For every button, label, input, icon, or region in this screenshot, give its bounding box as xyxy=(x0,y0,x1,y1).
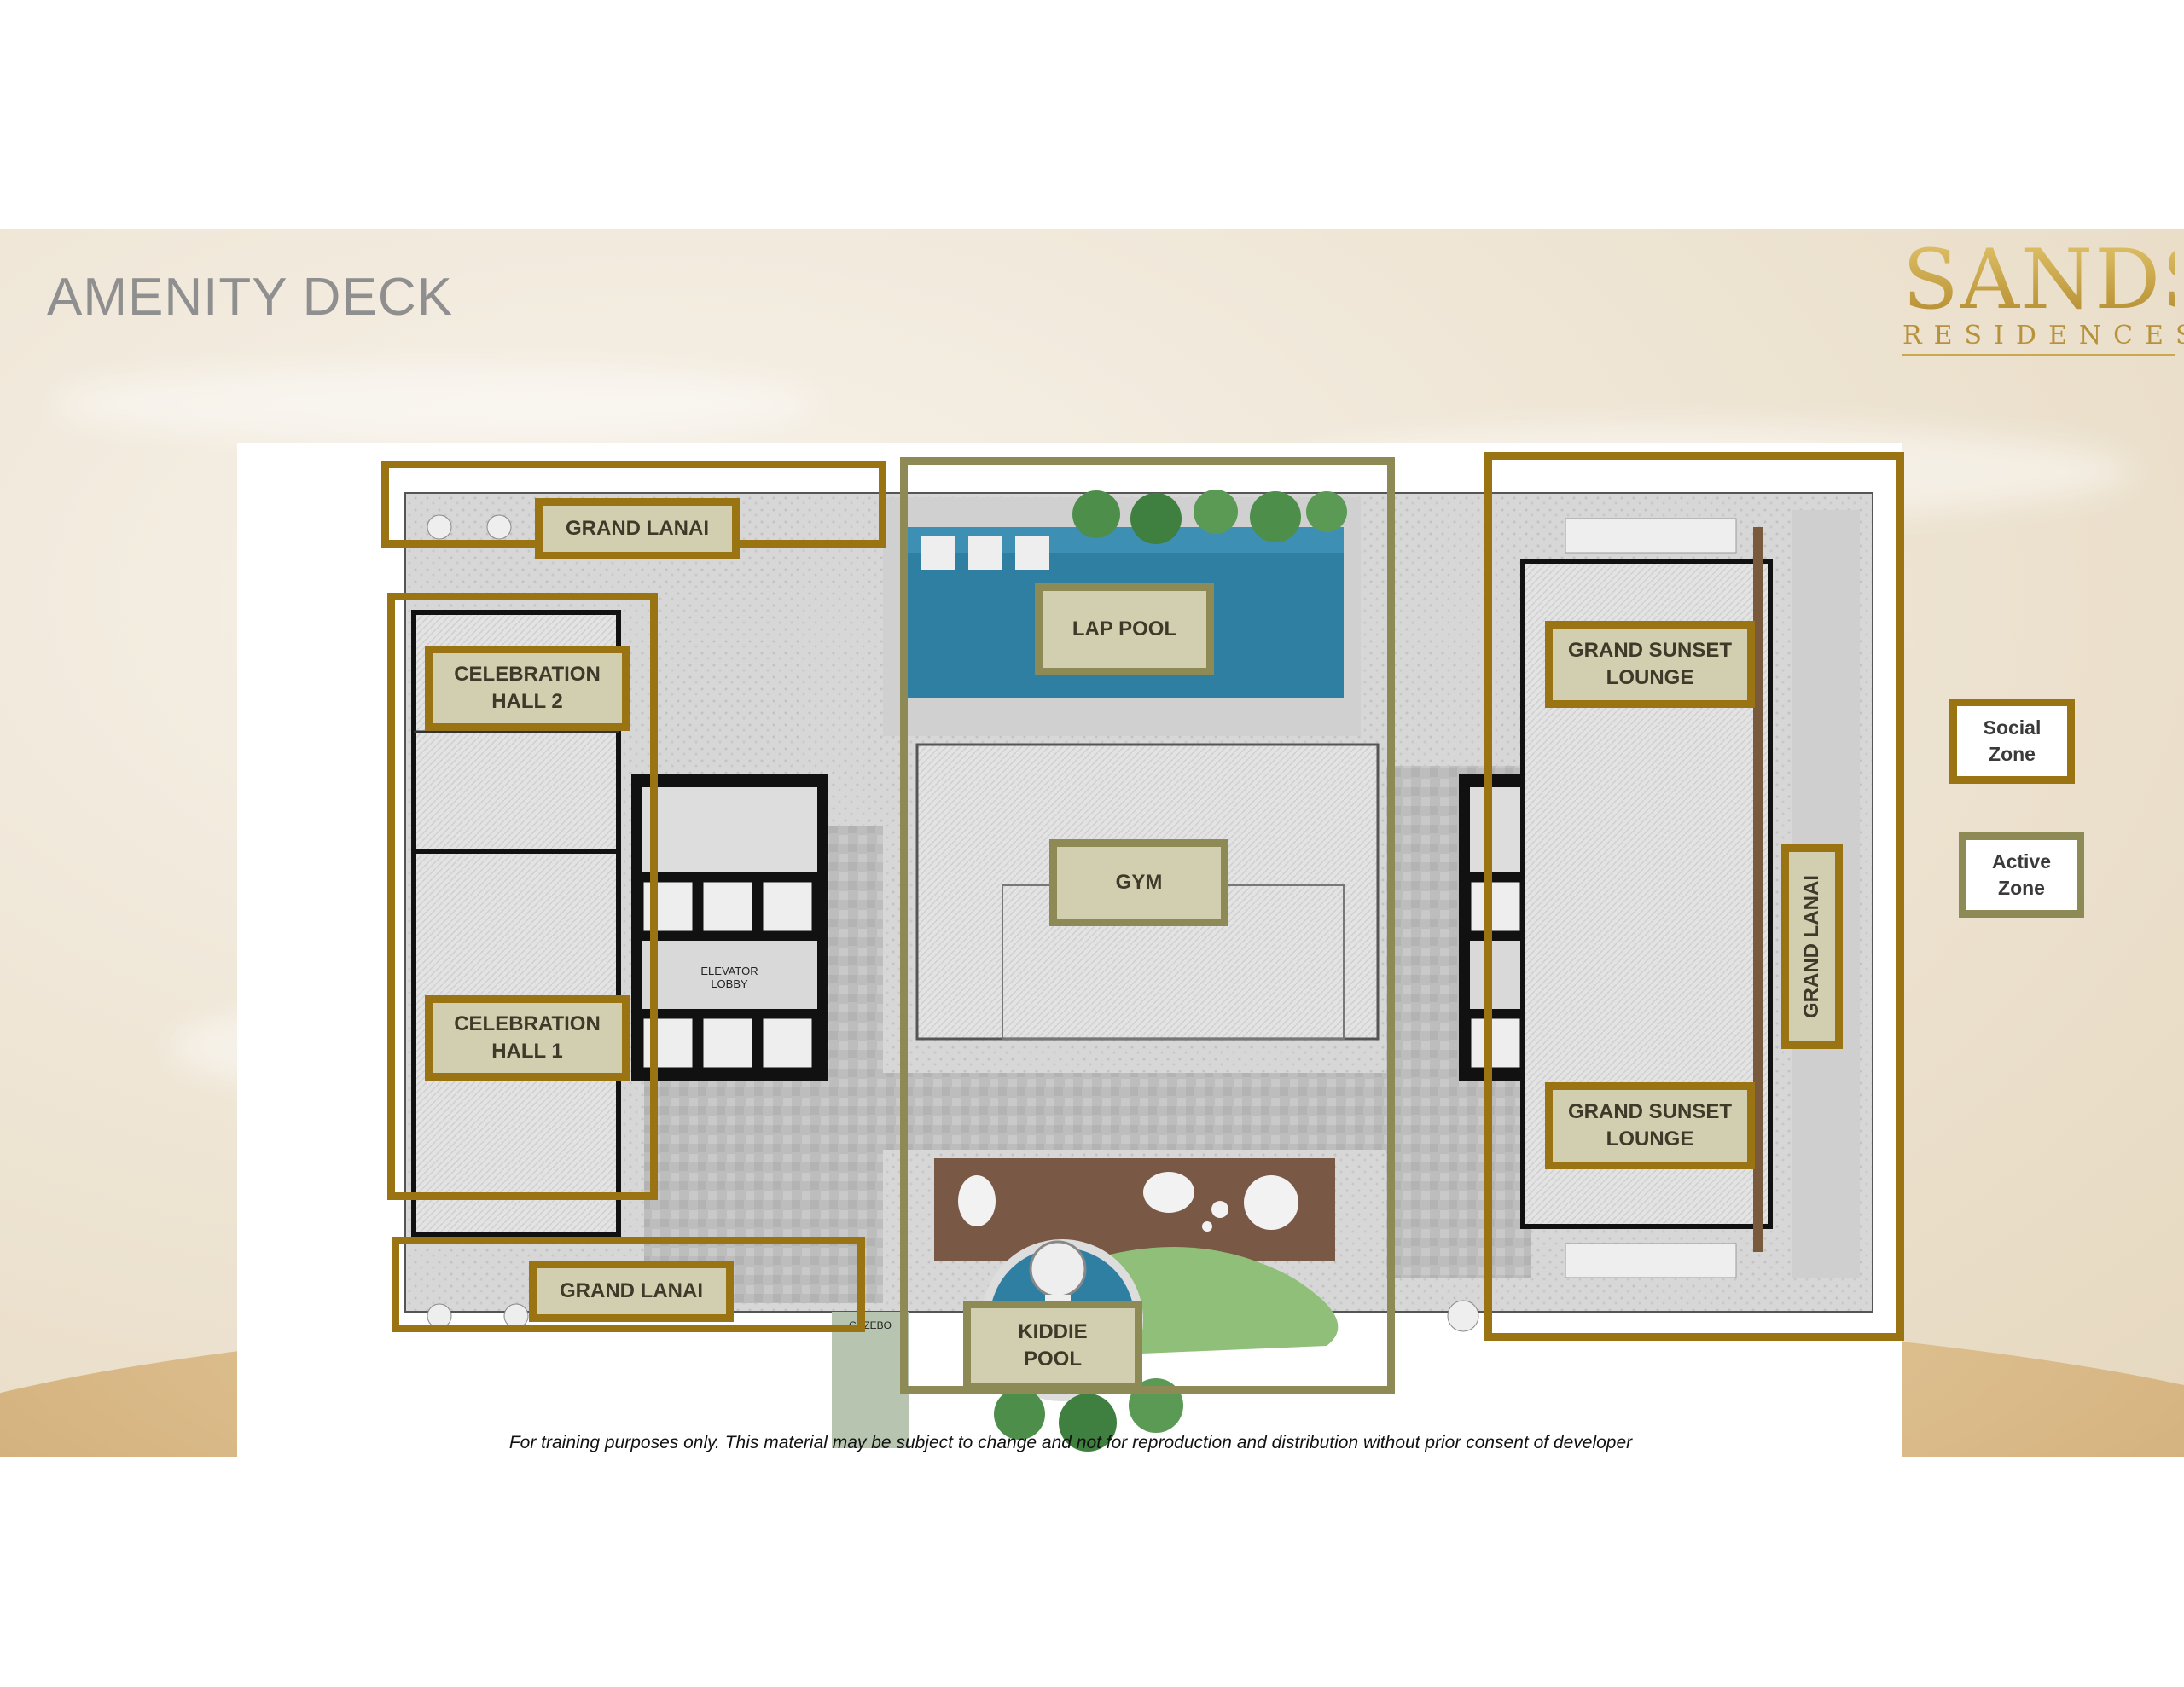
corridor-center xyxy=(870,1073,1386,1150)
brand-logo: SANDS RESIDENCES xyxy=(1902,237,2184,356)
sand-texture xyxy=(51,365,819,442)
label-kiddie-pool: KIDDIE POOL xyxy=(963,1301,1142,1391)
label-grand-lanai-right: GRAND LANAI xyxy=(1781,844,1843,1049)
label-grand-lanai-top: GRAND LANAI xyxy=(535,498,740,559)
zone-celebration-halls xyxy=(387,593,658,1200)
legend-active-zone: Active Zone xyxy=(1959,832,2084,918)
label-grand-sunset-lounge-bottom: GRAND SUNSET LOUNGE xyxy=(1545,1082,1755,1169)
label-grand-sunset-lounge-top: GRAND SUNSET LOUNGE xyxy=(1545,621,1755,708)
gazebo-garden xyxy=(832,1312,909,1448)
label-celebration-hall-1: CELEBRATION HALL 1 xyxy=(425,995,630,1081)
legend-social-zone: Social Zone xyxy=(1949,699,2075,784)
label-grand-lanai-right-text: GRAND LANAI xyxy=(1800,875,1823,1018)
label-celebration-hall-2: CELEBRATION HALL 2 xyxy=(425,646,630,731)
label-grand-lanai-bottom: GRAND LANAI xyxy=(529,1261,734,1322)
lawn xyxy=(1088,1247,1339,1354)
page-title: AMENITY DECK xyxy=(47,268,453,327)
label-lap-pool: LAP POOL xyxy=(1035,583,1214,675)
label-gym: GYM xyxy=(1049,839,1228,926)
logo-wordmark: SANDS xyxy=(1902,237,2184,322)
zone-active-center xyxy=(900,457,1395,1394)
zone-grand-lanai-bottom xyxy=(392,1237,865,1332)
logo-subtitle: RESIDENCES xyxy=(1902,321,2184,356)
slide-background: AMENITY DECK SANDS RESIDENCES xyxy=(0,229,2184,1457)
zone-sunset-lounges xyxy=(1484,452,1904,1341)
disclaimer-footer: For training purposes only. This materia… xyxy=(508,1433,1633,1452)
